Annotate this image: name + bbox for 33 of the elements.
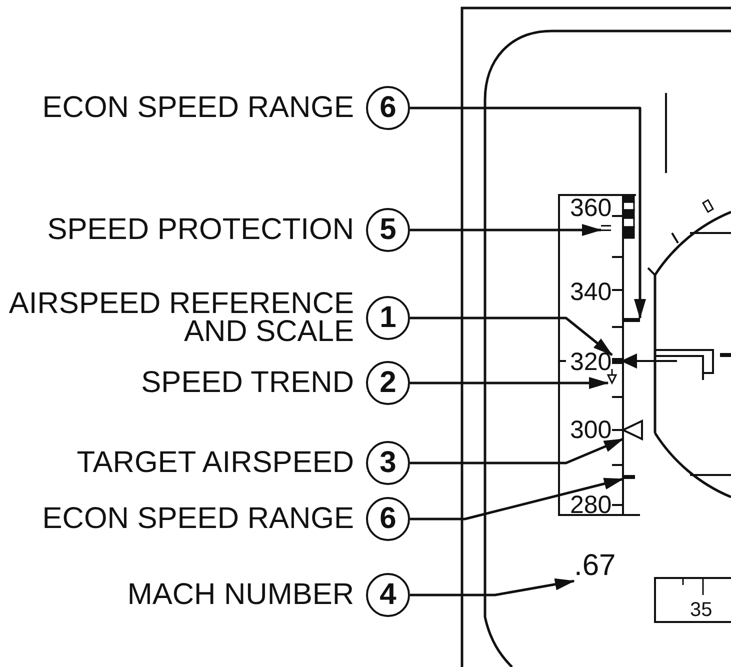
leader-arrow: [410, 478, 624, 520]
leader-arrow: [410, 224, 602, 236]
range-mark: [623, 318, 640, 322]
callout-number: 6: [366, 86, 410, 130]
leader-arrow: [410, 106, 646, 319]
callout-number: 4: [366, 573, 410, 617]
leader-arrow: [410, 316, 613, 356]
callout-label: SPEED PROTECTION: [47, 216, 354, 244]
trend-arrow: [606, 369, 618, 385]
callout-number: 5: [366, 208, 410, 252]
double-dash-mark: [601, 225, 611, 231]
callout-number: 6: [366, 497, 410, 541]
scale-number: 360: [570, 196, 612, 220]
range-mark: [623, 475, 635, 479]
callout-number: 2: [366, 361, 410, 405]
leader-arrow: [410, 377, 609, 389]
scale-number: 300: [570, 418, 612, 442]
callout-number: 1: [366, 296, 410, 340]
callout-label: AIRSPEED REFERENCE AND SCALE: [8, 290, 354, 346]
mach-readout: .67: [574, 551, 616, 581]
callout-label: SPEED TREND: [141, 369, 354, 397]
scale-number: 280: [570, 494, 612, 517]
callout-label: MACH NUMBER: [127, 581, 354, 609]
callout-label: TARGET AIRSPEED: [76, 449, 354, 477]
leader-arrow: [410, 438, 624, 464]
scale-number: 35: [690, 601, 712, 619]
leader-arrow: [410, 578, 575, 596]
speed-pointer: [612, 353, 637, 369]
scale-number: 320: [570, 350, 612, 374]
callout-number: 3: [366, 441, 410, 485]
callout-label: ECON SPEED RANGE: [42, 94, 354, 122]
callout-label: ECON SPEED RANGE: [42, 505, 354, 533]
scale-number: 340: [570, 280, 612, 304]
